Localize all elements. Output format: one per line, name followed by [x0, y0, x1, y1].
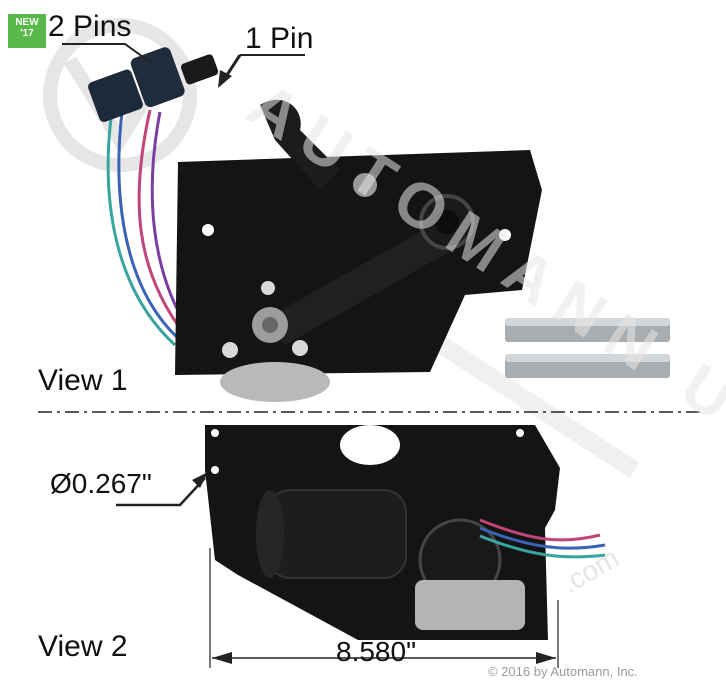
view1-label: View 1: [38, 364, 128, 397]
width-dimension: 8.580": [336, 636, 417, 667]
copyright-text: © 2016 by Automann, Inc.: [488, 664, 638, 679]
view2-label: View 2: [38, 630, 128, 663]
new-badge: NEW '17: [8, 14, 46, 48]
two-pins-callout: 2 Pins: [48, 10, 132, 43]
hole-diameter-dimension: Ø0.267": [50, 468, 152, 499]
one-pin-callout: 1 Pin: [245, 22, 314, 55]
